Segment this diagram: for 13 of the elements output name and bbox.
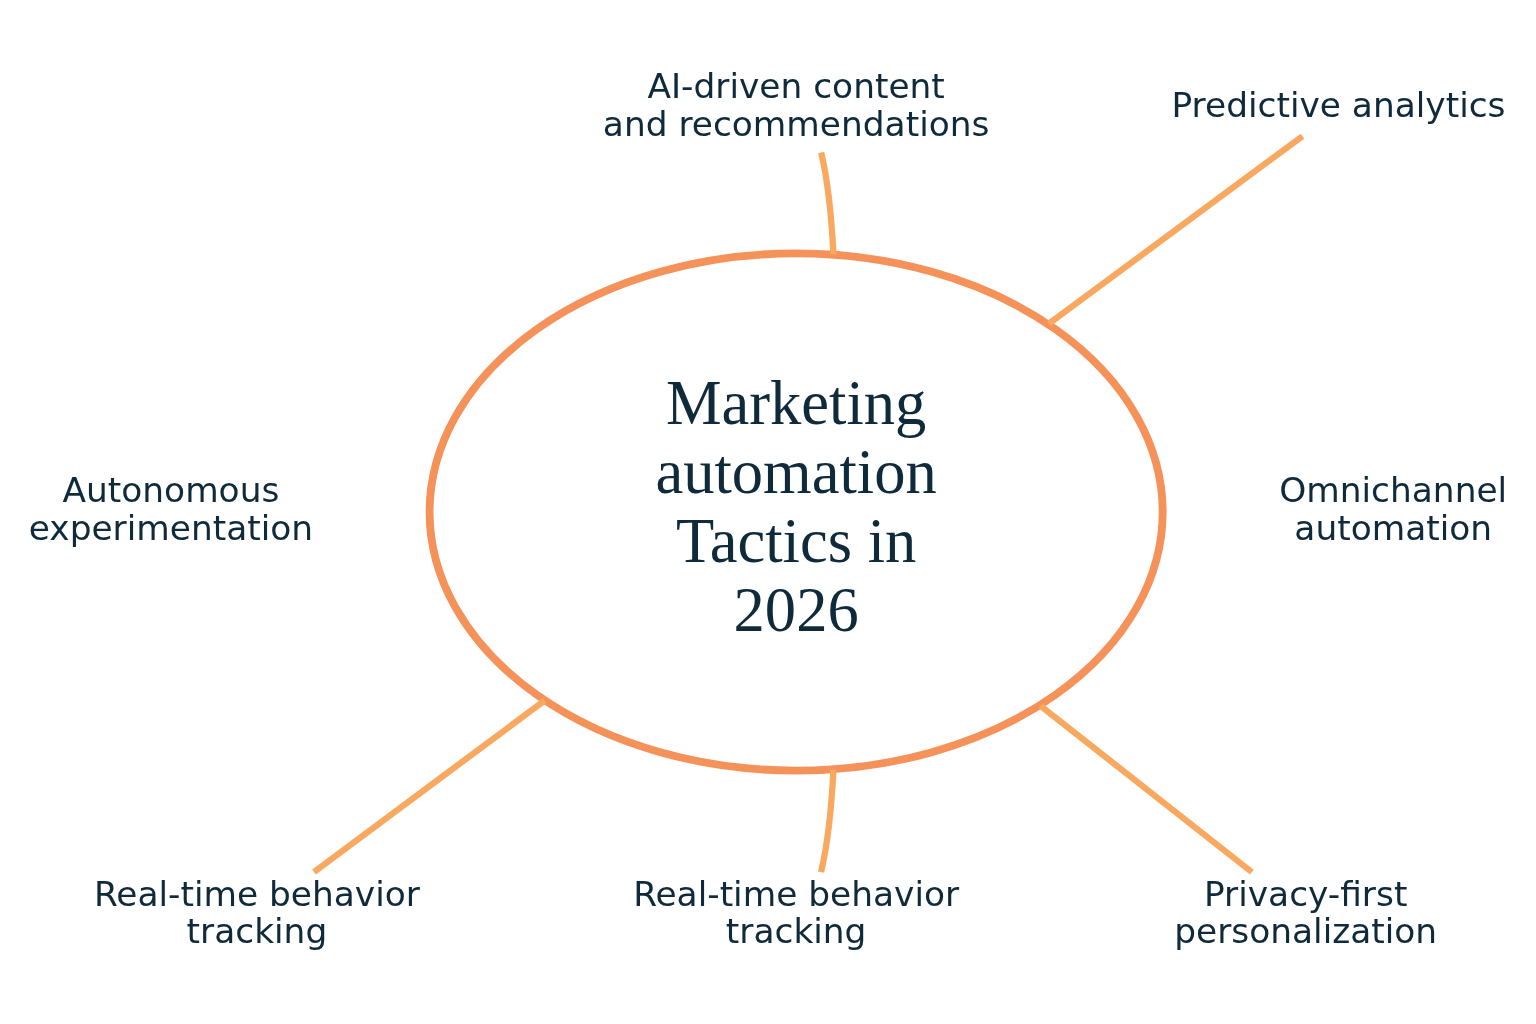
connector (818, 151, 837, 255)
node-text: AI-driven content and recommendations (602, 66, 990, 144)
node-ellipse: Marketing automation Tactics in 2026 (425, 249, 1167, 775)
connector (312, 698, 547, 875)
node-text: Autonomous experimentation (28, 470, 314, 548)
node-text: Predictive analytics (1171, 84, 1506, 125)
connector (1038, 703, 1254, 875)
node-text: Privacy-first personalization (1174, 873, 1438, 952)
node-text: Omnichannel automation (1279, 470, 1508, 548)
node-text: Real-time behavior tracking (633, 873, 960, 952)
connector (1047, 133, 1305, 327)
node-text: Real-time behavior tracking (93, 873, 420, 952)
connector (818, 769, 837, 873)
